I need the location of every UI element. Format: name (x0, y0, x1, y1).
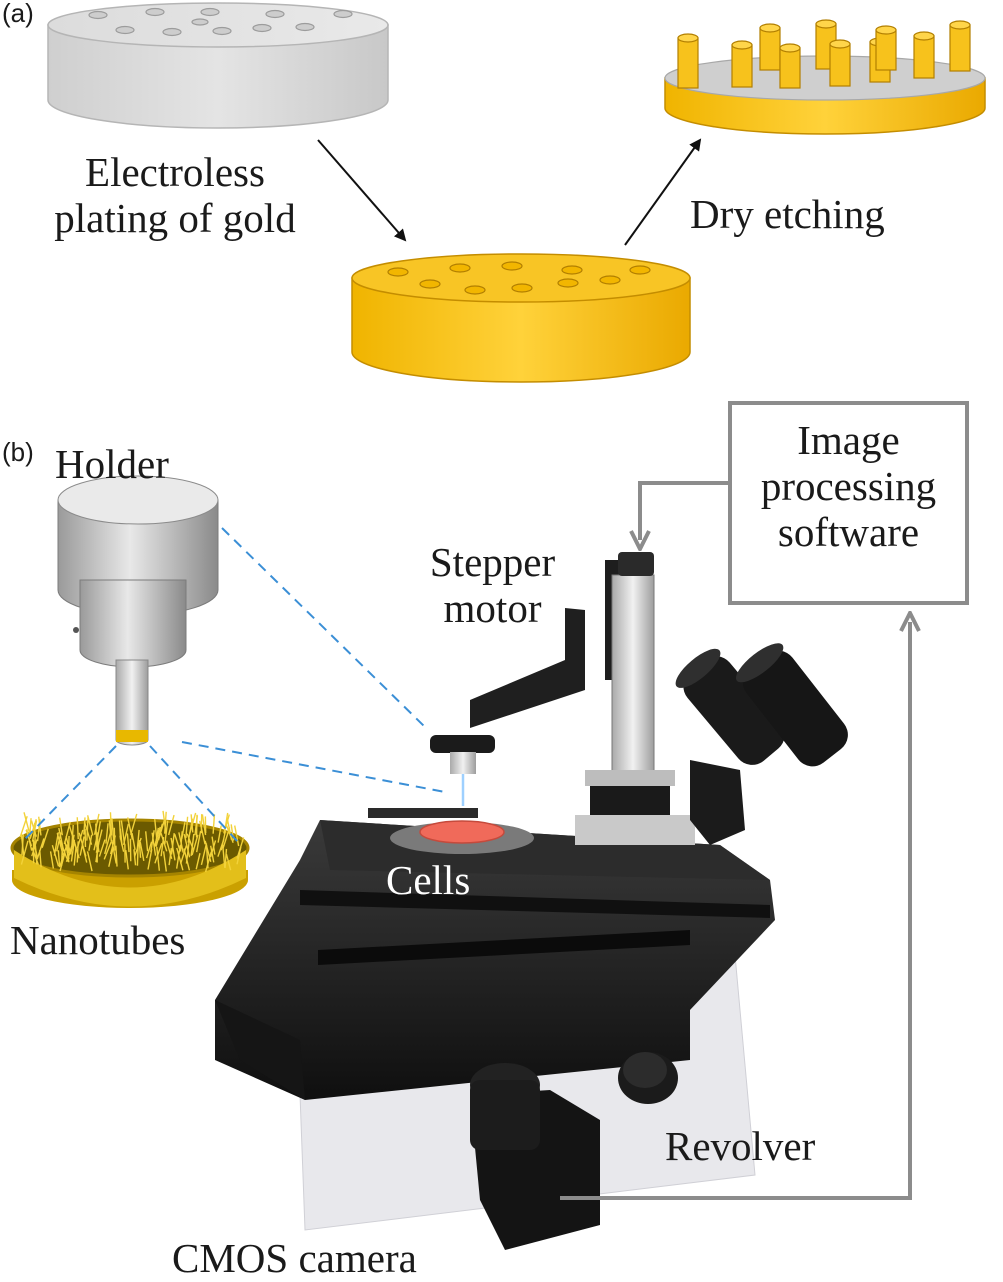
software-label-line1: Image (730, 418, 967, 464)
cmos-camera-label: CMOS camera (172, 1236, 417, 1282)
process-arrow-etching (625, 140, 700, 245)
control-arrow-to-stepper (640, 483, 730, 540)
revolver-label: Revolver (665, 1124, 815, 1170)
panel-a-tag: (a) (2, 0, 34, 29)
plating-label-line2: plating of gold (20, 196, 330, 242)
software-label-line3: software (730, 510, 967, 556)
alumina-membrane-disc (48, 3, 388, 128)
etching-step-label: Dry etching (690, 192, 885, 238)
cells-label: Cells (386, 858, 470, 904)
stepper-label-line2: motor (405, 586, 580, 632)
nanotubes-label: Nanotubes (10, 918, 185, 964)
panel-b-tag: (b) (2, 437, 34, 468)
gold-plated-membrane-disc (352, 254, 690, 382)
process-arrow-plating (318, 140, 405, 240)
plating-label-line1: Electroless (20, 150, 330, 196)
stepper-motor-label: Stepper motor (405, 540, 580, 632)
software-label-line2: processing (730, 464, 967, 510)
stepper-label-line1: Stepper (405, 540, 580, 586)
gold-nanotube-array-disc (665, 20, 985, 134)
holder-illustration (58, 476, 218, 745)
plating-step-label: Electroless plating of gold (20, 150, 330, 242)
holder-label: Holder (55, 442, 169, 488)
image-processing-label: Image processing software (730, 418, 967, 556)
nanotube-brush-disc (12, 811, 248, 908)
